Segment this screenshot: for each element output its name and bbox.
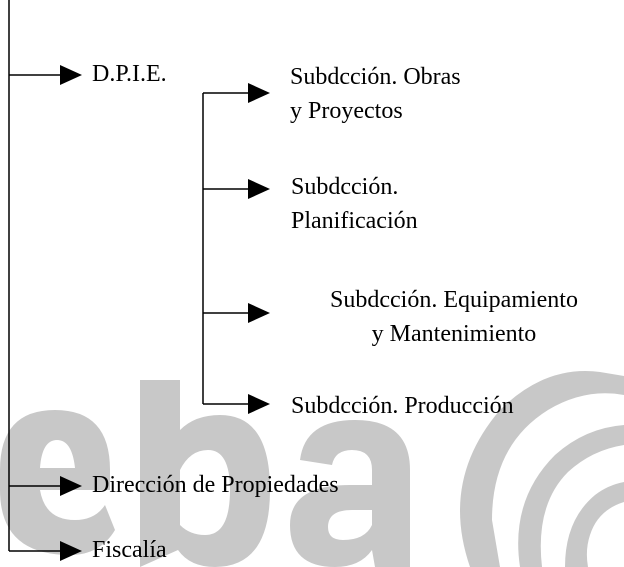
node-obras-line2: y Proyectos <box>290 98 403 124</box>
arrowhead-produccion <box>248 394 270 414</box>
node-obras: Subdcción. Obras y Proyectos <box>290 60 461 128</box>
node-dpie: D.P.I.E. <box>92 57 167 91</box>
arrowhead-propiedades <box>60 476 82 496</box>
node-obras-line1: Subdcción. Obras <box>290 64 461 90</box>
watermark-emblem-stroke-1 <box>518 425 624 567</box>
node-produccion-label: Subdcción. Producción <box>291 393 514 419</box>
arrowhead-fiscalia <box>60 541 82 561</box>
watermark-emblem-outline <box>460 371 624 567</box>
node-propiedades-label: Dirección de Propiedades <box>92 472 339 498</box>
node-fiscalia-label: Fiscalía <box>92 537 167 563</box>
node-equipamiento: Subdcción. Equipamiento y Mantenimiento <box>289 283 619 351</box>
node-planif-line1: Subdcción. <box>291 174 399 200</box>
node-equip-line2: y Mantenimiento <box>371 321 537 347</box>
node-planif-line2: Planificación <box>291 208 418 234</box>
node-planificacion: Subdcción. Planificación <box>291 170 418 238</box>
watermark-letter-a <box>290 420 410 567</box>
node-propiedades: Dirección de Propiedades <box>92 468 339 502</box>
node-equip-line1: Subdcción. Equipamiento <box>330 287 578 313</box>
node-produccion: Subdcción. Producción <box>291 389 514 423</box>
arrowhead-obras <box>248 83 270 103</box>
node-fiscalia: Fiscalía <box>92 533 167 567</box>
arrowhead-planif <box>248 179 270 199</box>
arrowhead-dpie <box>60 65 82 85</box>
watermark-letter-e <box>0 410 115 555</box>
node-dpie-label: D.P.I.E. <box>92 61 167 87</box>
watermark-emblem-stroke-2 <box>565 482 624 567</box>
watermark-letter-b <box>140 380 270 567</box>
arrowhead-equip <box>248 303 270 323</box>
